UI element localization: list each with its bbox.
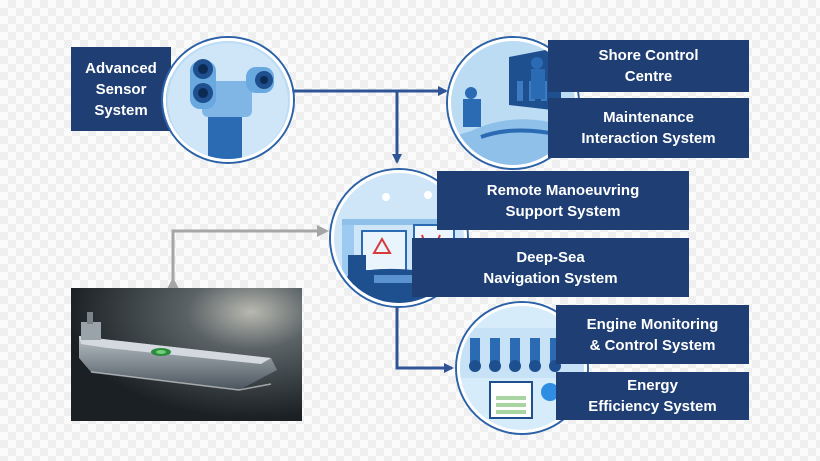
deep-sea-box: Deep-Sea Navigation System xyxy=(412,238,689,297)
sensor-camera-icon xyxy=(166,41,290,159)
maintenance-line2: Interaction System xyxy=(581,130,716,147)
engine-monitoring-line2: & Control System xyxy=(589,336,716,354)
engine-monitoring-line1: Engine Monitoring xyxy=(586,315,719,333)
arrow-ship-bridge xyxy=(167,225,329,289)
energy-efficiency-box: Energy Efficiency System xyxy=(556,372,749,420)
bridge-circle xyxy=(331,170,467,306)
engine-monitoring-box: Engine Monitoring & Control System xyxy=(556,305,749,364)
remote-manoeuvring-box: Remote Manoeuvring Support System xyxy=(437,171,689,230)
shore-control-line1: Shore Control xyxy=(598,47,699,64)
shore-control-box: Shore Control Centre xyxy=(548,40,749,92)
advanced-sensor-box: Advanced Sensor System xyxy=(71,47,171,131)
cargo-ship-image xyxy=(71,288,302,421)
advanced-sensor-line2: Sensor xyxy=(95,80,147,98)
maintenance-box: Maintenance Interaction System xyxy=(548,98,749,158)
arrow-bridge-engine xyxy=(392,292,454,373)
deep-sea-line2: Navigation System xyxy=(483,269,618,287)
maintenance-line1: Maintenance xyxy=(603,109,694,126)
remote-manoeuvring-line2: Support System xyxy=(505,202,621,220)
remote-manoeuvring-line1: Remote Manoeuvring xyxy=(486,181,640,199)
advanced-sensor-line1: Advanced xyxy=(85,59,157,77)
deep-sea-line1: Deep-Sea xyxy=(516,248,585,266)
engine-circle xyxy=(457,303,587,433)
advanced-sensor-line3: System xyxy=(94,101,148,119)
sensor-circle xyxy=(163,38,293,162)
engine-room-icon xyxy=(460,306,584,430)
energy-efficiency-line1: Energy xyxy=(627,377,678,394)
shore-control-line2: Centre xyxy=(624,68,673,85)
energy-efficiency-line2: Efficiency System xyxy=(588,398,717,415)
